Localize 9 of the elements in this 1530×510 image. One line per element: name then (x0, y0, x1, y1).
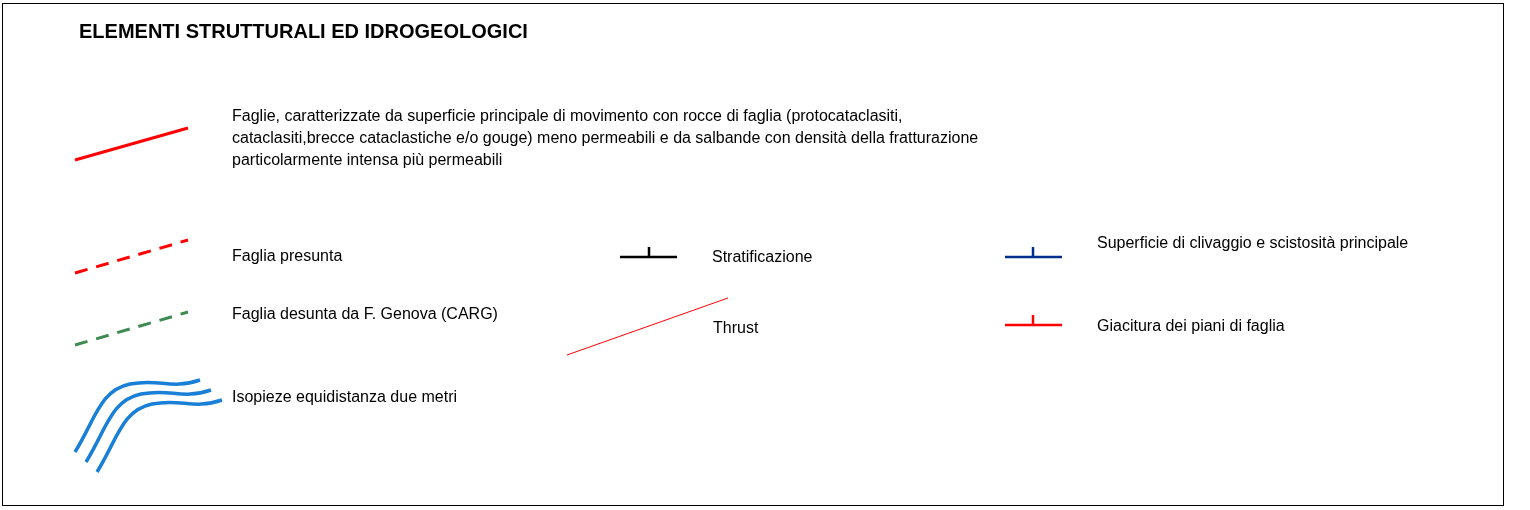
legend-text: Isopieze equidistanza due metri (232, 387, 459, 407)
legend-text: Giacitura dei piani di faglia (1097, 316, 1286, 336)
legend-text: Faglie, caratterizzate da superficie principale di movimento con rocce di faglia (protocataclasiti, cataclasiti,brecce cataclastiche e/o gouge) meno permeabili e da salbande con densità della fratturazione particolarmente intensa più permeabili (232, 106, 980, 170)
legend-text: Superficie di clivaggio e scistosità principale (1097, 233, 1410, 253)
legend-text: Thrust (713, 318, 760, 338)
legend-text: Faglia presunta (232, 246, 344, 266)
legend-text: Faglia desunta da F. Genova (CARG) (232, 304, 499, 324)
legend-title: ELEMENTI STRUTTURALI ED IDROGEOLOGICI (79, 20, 528, 43)
legend-text: Stratificazione (712, 247, 814, 267)
